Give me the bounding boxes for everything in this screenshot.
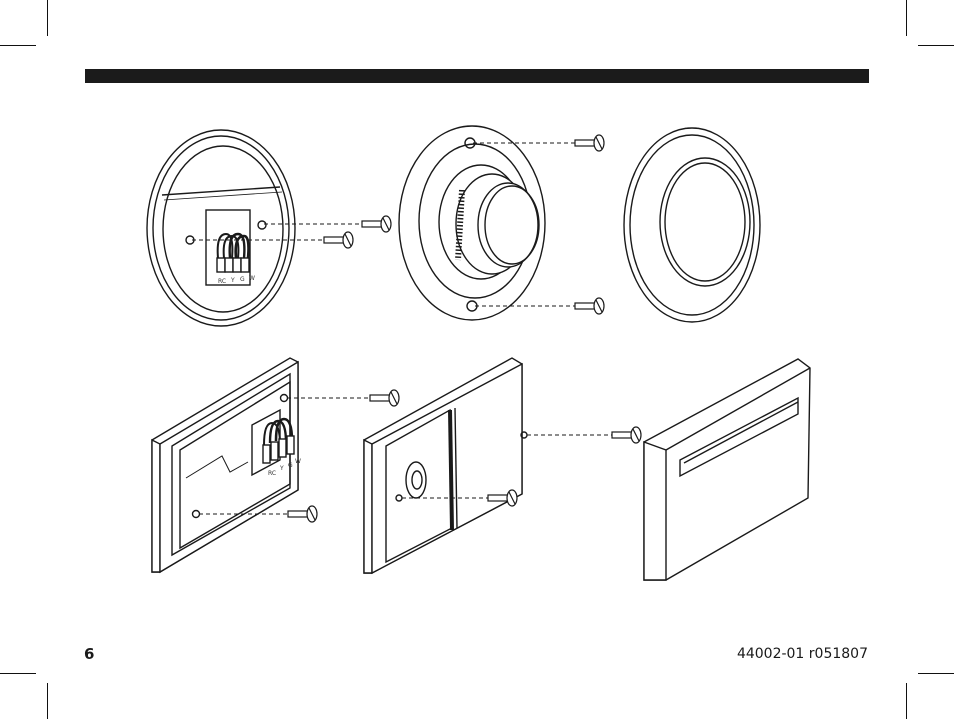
page-number: 6 — [84, 645, 94, 663]
terminal-label: G — [240, 276, 245, 283]
terminal-label: RC — [218, 278, 226, 285]
rect-cover — [644, 359, 810, 580]
screw — [287, 390, 399, 406]
round-trim-ring — [624, 128, 760, 322]
terminal-label: W — [249, 275, 255, 282]
rect-wallplate: RC Y G W — [152, 358, 301, 572]
round-wallplate: RC Y G W — [147, 130, 295, 326]
rect-thermostat — [364, 358, 527, 573]
terminal-label: RC — [268, 470, 276, 477]
document-code: 44002-01 r051807 — [737, 646, 868, 662]
screw — [527, 427, 641, 443]
round-thermostat — [399, 126, 545, 320]
terminal-label: Y — [230, 277, 235, 284]
terminal-label: W — [295, 458, 301, 465]
terminal-label: Y — [279, 465, 284, 472]
terminal-label: G — [288, 462, 293, 469]
